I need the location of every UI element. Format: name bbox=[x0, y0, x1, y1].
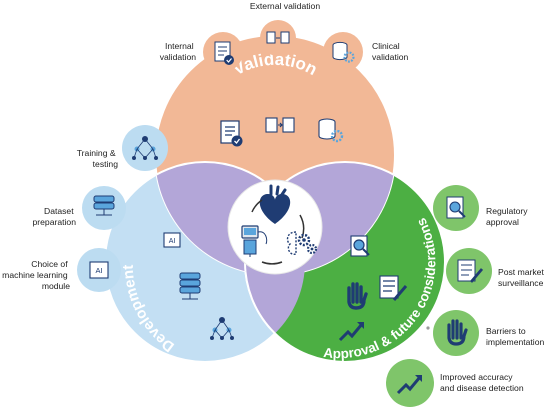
neural-network-icon bbox=[132, 136, 158, 160]
neural-network-icon bbox=[210, 317, 234, 340]
label-regulatory-approval: Regulatory approval bbox=[486, 206, 530, 227]
checklist-pen-icon bbox=[457, 259, 484, 283]
label-dataset-preparation: Dataset preparation bbox=[33, 206, 77, 227]
rising-arrow-icon bbox=[338, 322, 364, 342]
stop-hand-icon bbox=[347, 282, 368, 310]
checklist-pen-icon bbox=[379, 275, 408, 301]
label-post-market-surveillance: Post market surveillance bbox=[498, 267, 546, 288]
heart-icon bbox=[259, 184, 291, 224]
label-training-testing: Training & testing bbox=[77, 148, 118, 169]
magnifier-document-icon bbox=[446, 196, 466, 219]
label-internal-validation: Internal validation bbox=[160, 41, 197, 62]
label-improved-accuracy: Improved accuracy and disease detection bbox=[440, 372, 524, 393]
database-gear-icon bbox=[318, 118, 344, 143]
bubble-internal-validation bbox=[203, 32, 243, 72]
ai-brain-gears-icon bbox=[286, 231, 318, 256]
ai-chip-icon: AI bbox=[89, 261, 109, 279]
bubble-barriers-implementation bbox=[433, 310, 479, 356]
document-check-icon bbox=[214, 41, 234, 65]
bubble-post-market-surveillance bbox=[446, 248, 492, 294]
bubble-improved-accuracy bbox=[386, 359, 434, 407]
stop-hand-icon bbox=[447, 319, 468, 346]
magnifier-document-icon bbox=[350, 235, 370, 257]
cycle-arrows bbox=[251, 199, 305, 265]
label-external-validation: External validation bbox=[250, 1, 320, 11]
label-clinical-validation: Clinical validation bbox=[372, 41, 409, 62]
bubble-choice-ml-module: AI bbox=[77, 248, 121, 292]
svg-text:AI: AI bbox=[169, 238, 176, 245]
label-barriers-implementation: Barriers to implementation bbox=[486, 326, 544, 347]
bubble-external-validation bbox=[260, 20, 296, 56]
document-transfer-icon bbox=[265, 117, 295, 133]
bubble-regulatory-approval bbox=[433, 185, 479, 231]
label-choice-ml-module: Choice of machine learning module bbox=[2, 259, 70, 291]
bubble-dataset-preparation bbox=[82, 186, 126, 230]
database-gear-icon bbox=[332, 41, 355, 63]
document-transfer-icon bbox=[266, 31, 290, 44]
ai-chip-icon: AI bbox=[163, 232, 181, 248]
rising-arrow-icon bbox=[396, 375, 422, 395]
database-stack-icon bbox=[179, 272, 201, 300]
bubble-clinical-validation bbox=[323, 32, 363, 72]
ultrasound-machine-icon bbox=[241, 225, 268, 257]
svg-text:AI: AI bbox=[95, 266, 102, 275]
database-stack-icon bbox=[93, 195, 115, 216]
bubble-training-testing bbox=[122, 125, 168, 171]
document-check-icon bbox=[220, 120, 243, 147]
